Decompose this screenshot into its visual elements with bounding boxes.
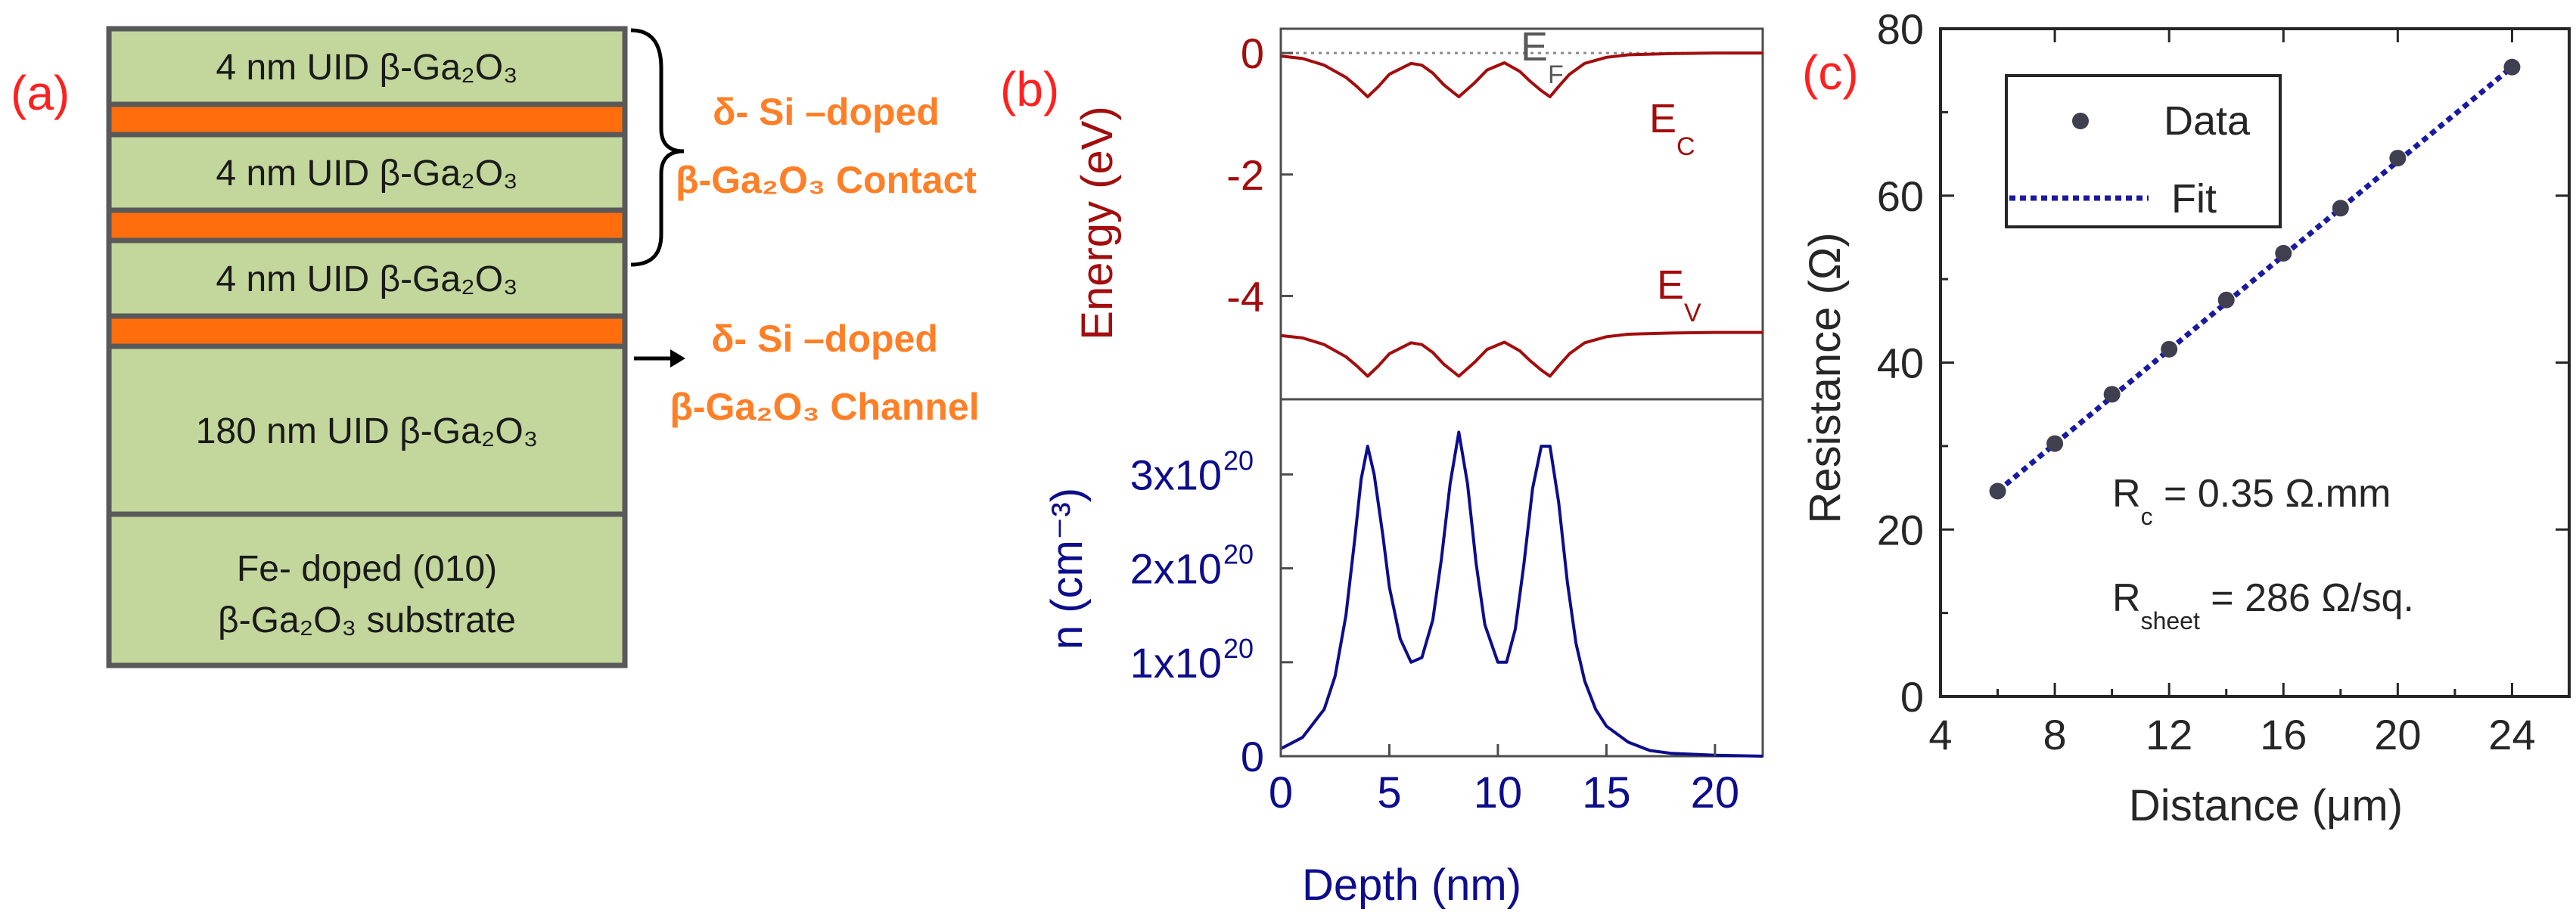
panel-c-label: (c)	[1802, 45, 1859, 100]
rsheet-annotation: Rsheet = 286 Ω/sq.	[2112, 576, 2414, 634]
x-tick-label: 10	[1474, 768, 1523, 817]
data-point	[2161, 340, 2178, 358]
rc-sub: c	[2141, 503, 2153, 530]
y-tick-label: 0	[1900, 673, 1924, 721]
channel-arrowhead	[670, 349, 685, 368]
data-point	[2503, 58, 2521, 76]
doping-layer	[106, 101, 628, 138]
ev-label: EV	[1657, 262, 1701, 327]
ec-label-sub: C	[1676, 132, 1695, 161]
x-tick-label: 15	[1582, 768, 1631, 817]
resistance-axis-title: Resistance (Ω)	[1801, 232, 1850, 523]
rc-value: = 0.35 Ω.mm	[2153, 472, 2391, 516]
fit-line	[1996, 65, 2514, 494]
panel-b-label: (b)	[1000, 62, 1059, 116]
rsheet-sub: sheet	[2141, 607, 2200, 634]
channel-label-line1: δ- Si –doped	[711, 318, 938, 360]
layer-stack: 4 nm UID β-Ga₂O₃ 4 nm UID β-Ga₂O₃ 4 nm UID…	[106, 26, 628, 668]
y-tick-label: 60	[1877, 172, 1924, 220]
legend-data-marker	[2072, 113, 2089, 129]
layer-label: β-Ga₂O₃ substrate	[218, 600, 516, 640]
rc-annotation: Rc = 0.35 Ω.mm	[2112, 472, 2391, 530]
ef-label-main: E	[1521, 24, 1548, 70]
x-tick-label: 0	[1269, 768, 1293, 817]
x-tick-label: 5	[1377, 768, 1401, 817]
density-tick-label: 1x10	[1130, 639, 1222, 687]
panel-c: (c) Resistance (Ω) Distance (μm) 4 8 12 16 2…	[1801, 5, 2571, 830]
rsheet-main: R	[2112, 576, 2141, 620]
energy-tick-label: -2	[1226, 151, 1264, 199]
band-diagram: 0 -2 -4	[1226, 27, 1764, 401]
legend-fit-label: Fit	[2171, 176, 2217, 222]
ef-label-sub: F	[1548, 60, 1564, 89]
data-point	[2389, 150, 2407, 167]
x-tick-label: 4	[1928, 711, 1952, 758]
layer-label: 180 nm UID β-Ga₂O₃	[196, 411, 539, 451]
distance-axis-title: Distance (μm)	[2129, 781, 2403, 830]
x-tick-label: 12	[2146, 711, 2192, 758]
density-axis-title: n (cm⁻³)	[1043, 488, 1092, 650]
density-tick-label: 0	[1241, 733, 1264, 780]
channel-label-line2: β-Ga₂O₃ Channel	[670, 386, 979, 428]
energy-tick-label: 0	[1241, 29, 1264, 77]
y-tick-label: 20	[1877, 506, 1924, 554]
data-point	[1989, 482, 2006, 500]
valence-band-curve	[1280, 330, 1763, 378]
rc-main: R	[2112, 472, 2141, 516]
data-point	[2217, 291, 2235, 309]
x-tick-label: 24	[2488, 711, 2535, 758]
x-tick-label: 20	[2374, 711, 2421, 758]
density-tick-exponent: 20	[1223, 633, 1254, 664]
contact-label-line2: β-Ga₂O₃ Contact	[676, 159, 977, 201]
electron-density-curve	[1280, 430, 1763, 758]
y-tick-label: 40	[1877, 340, 1924, 387]
material-layer	[106, 343, 628, 517]
data-point	[2332, 200, 2349, 217]
layer-label: 4 nm UID β-Ga₂O₃	[216, 259, 517, 299]
contact-label-line1: δ- Si –doped	[713, 91, 940, 133]
contact-brace	[630, 28, 685, 267]
x-tick-label: 20	[1691, 768, 1740, 817]
data-point	[2103, 386, 2121, 403]
conduction-band-curve	[1280, 51, 1763, 98]
resistance-plot: 4 8 12 16 20 24 0 20 40 60 80	[1877, 5, 2571, 758]
ef-label: EF	[1521, 24, 1564, 89]
ev-label-main: E	[1657, 262, 1684, 308]
density-tick-label: 2x10	[1130, 545, 1222, 593]
doping-layer	[106, 207, 628, 243]
x-tick-label: 8	[2043, 711, 2067, 758]
layer-label: 4 nm UID β-Ga₂O₃	[216, 48, 517, 88]
ev-label-sub: V	[1684, 299, 1701, 327]
panel-b: (b) Energy (eV) n (cm⁻³) Depth (nm) 0 -2 -…	[1000, 24, 1764, 910]
layer-label: 4 nm UID β-Ga₂O₃	[216, 154, 517, 194]
legend-box	[2005, 74, 2282, 228]
panel-a-label: (a)	[11, 66, 70, 120]
doping-layer	[106, 313, 628, 349]
rsheet-value: = 286 Ω/sq.	[2200, 576, 2414, 620]
data-point	[2046, 435, 2064, 452]
x-tick-label: 16	[2260, 711, 2307, 758]
density-tick-exponent: 20	[1223, 445, 1254, 476]
density-tick-label: 3x10	[1130, 451, 1222, 498]
ec-label-main: E	[1649, 96, 1676, 141]
material-layer	[106, 511, 628, 668]
density-tick-exponent: 20	[1223, 539, 1254, 570]
energy-axis-title: Energy (eV)	[1073, 106, 1122, 340]
ec-label: EC	[1649, 96, 1695, 161]
data-point	[2275, 244, 2292, 262]
density-frame	[1279, 398, 1764, 758]
y-tick-label: 80	[1877, 5, 1924, 53]
energy-tick-label: -4	[1226, 272, 1264, 320]
depth-axis-title: Depth (nm)	[1302, 861, 1521, 910]
legend-data-label: Data	[2164, 98, 2251, 144]
layer-label: Fe- doped (010)	[237, 549, 497, 589]
